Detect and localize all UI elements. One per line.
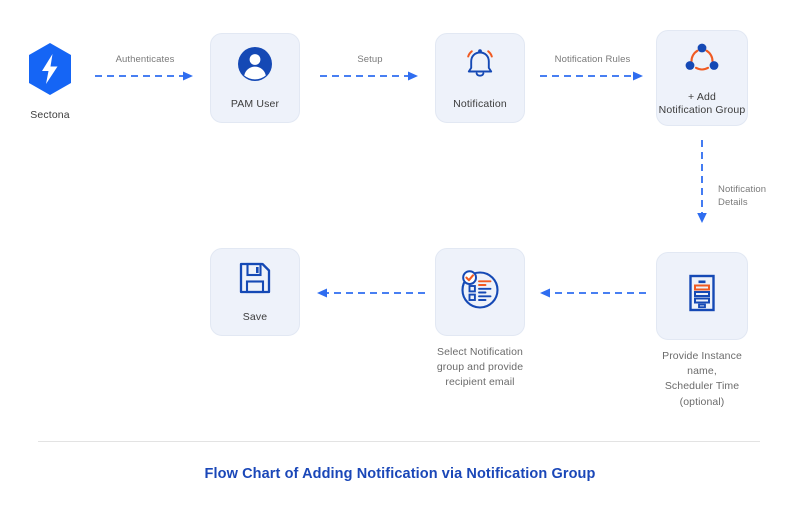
- arrow-authenticates-line: [95, 71, 193, 81]
- node-notification-card[interactable]: Notification: [435, 33, 525, 123]
- node-save-label: Save: [242, 311, 268, 324]
- arrow-setup-line: [320, 71, 418, 81]
- node-sectona-label: Sectona: [30, 109, 70, 121]
- arrow-notification-details: Notification Details: [696, 140, 800, 225]
- document-form-icon: [684, 272, 720, 321]
- sectona-hexagon-bolt-icon: [26, 42, 74, 101]
- node-notification[interactable]: Notification: [435, 33, 525, 123]
- arrow-setup: Setup: [320, 54, 420, 81]
- arrow-select-to-save-line: [317, 288, 425, 298]
- node-select-notification-group-card[interactable]: [435, 248, 525, 336]
- node-pam-user-card[interactable]: PAM User: [210, 33, 300, 123]
- bell-ringing-icon: [459, 44, 501, 89]
- arrow-authenticates-label: Authenticates: [115, 54, 175, 65]
- node-add-notification-group-label-line2: Notification Group: [658, 104, 746, 116]
- node-add-notification-group-label: + Add Notification Group: [659, 91, 746, 117]
- arrow-notification-rules-line: [540, 71, 643, 81]
- node-select-notification-group[interactable]: Select Notification group and provide re…: [435, 248, 525, 391]
- node-pam-user-label: PAM User: [230, 98, 280, 111]
- checklist-circle-icon: [457, 267, 503, 318]
- node-pam-user[interactable]: PAM User: [210, 33, 300, 123]
- arrow-instance-to-select: [538, 288, 646, 298]
- node-sectona: Sectona: [20, 42, 80, 123]
- arrow-notification-rules-label: Notification Rules: [554, 54, 631, 65]
- arrow-notification-rules: Notification Rules: [540, 54, 645, 81]
- page-title: Flow Chart of Adding Notification via No…: [204, 466, 596, 482]
- arrow-notification-details-label: Notification Details: [718, 184, 767, 208]
- node-add-notification-group-card[interactable]: + Add Notification Group: [656, 30, 748, 126]
- node-select-notification-group-caption: Select Notification group and provide re…: [436, 346, 524, 389]
- arrow-select-to-save: [315, 288, 425, 298]
- node-provide-instance-card[interactable]: [656, 252, 748, 340]
- footer-divider: [38, 441, 760, 442]
- floppy-disk-save-icon: [236, 259, 274, 302]
- arrow-instance-to-select-line: [540, 288, 646, 298]
- node-add-notification-group-label-line1: + Add: [688, 90, 716, 103]
- node-provide-instance-caption: Provide Instance name, Scheduler Time (o…: [662, 350, 742, 408]
- user-avatar-icon: [235, 44, 275, 89]
- arrow-authenticates: Authenticates: [95, 54, 195, 81]
- group-nodes-icon: [681, 39, 723, 82]
- node-save-card[interactable]: Save: [210, 248, 300, 336]
- arrow-setup-label: Setup: [357, 54, 383, 65]
- node-provide-instance[interactable]: Provide Instance name, Scheduler Time (o…: [656, 252, 748, 410]
- node-save[interactable]: Save: [210, 248, 300, 336]
- node-add-notification-group[interactable]: + Add Notification Group: [656, 30, 748, 126]
- node-notification-label: Notification: [453, 98, 507, 111]
- arrow-notification-details-line: [697, 140, 707, 223]
